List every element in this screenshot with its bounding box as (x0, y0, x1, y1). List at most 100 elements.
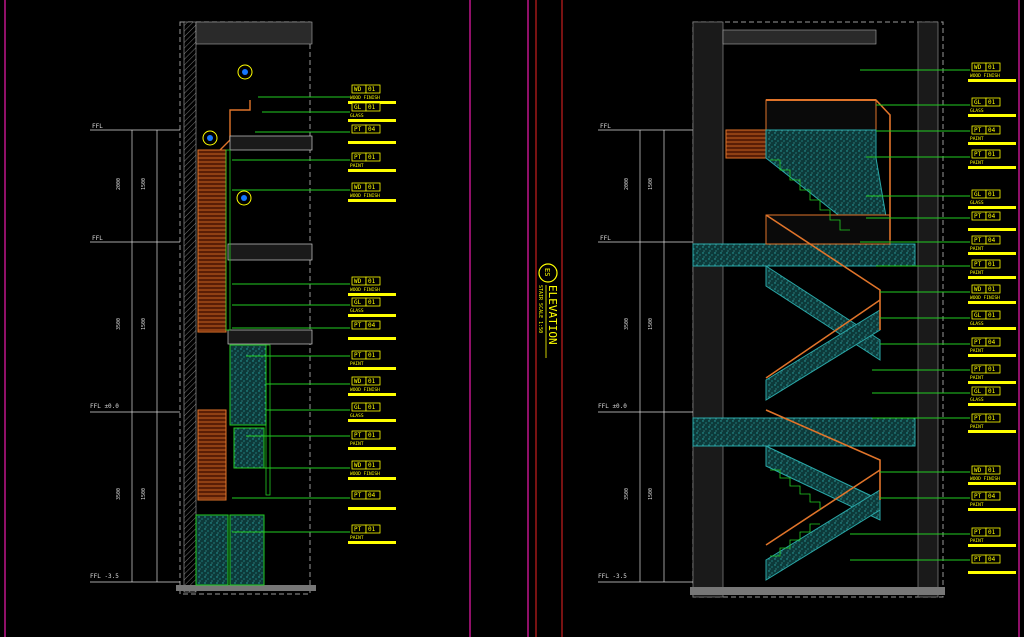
svg-text:2000: 2000 (116, 178, 122, 190)
left-tag-num: 04 (368, 126, 376, 133)
right-tag-num: 01 (988, 286, 996, 293)
right-tag-code: PT (974, 127, 982, 134)
left-tag-num: 01 (368, 462, 376, 469)
right-tag-num: 04 (988, 237, 996, 244)
right-tag-code: WD (974, 286, 982, 293)
left-tag-num: 01 (368, 378, 376, 385)
right-tag-num: 04 (988, 127, 996, 134)
right-tag-num: 04 (988, 339, 996, 346)
right-tag-note: WOOD FINISH (970, 295, 1000, 301)
title-symbol: ES (543, 268, 551, 276)
left-tag-note: GLASS (350, 113, 364, 119)
right-tag-num: 01 (988, 415, 996, 422)
left-tag-bar (348, 199, 396, 202)
svg-text:3500: 3500 (624, 318, 630, 330)
right-tag-note: GLASS (970, 108, 984, 114)
right-tag-code: PT (974, 366, 982, 373)
right-tag-note: PAINT (970, 502, 984, 508)
left-stair-elevation: 2000 1500 3500 1500 3500 1500 (90, 21, 316, 595)
right-tag-note: PAINT (970, 136, 984, 142)
left-tag-note: GLASS (350, 413, 364, 419)
left-tag-bar (348, 119, 396, 122)
right-tag-note: WOOD FINISH (970, 476, 1000, 482)
left-tag-code: GL (354, 404, 362, 411)
left-tag-note: PAINT (350, 361, 364, 367)
left-tag-code: WD (354, 462, 362, 469)
left-tag-num: 01 (368, 299, 376, 306)
left-tag-bar (348, 367, 396, 370)
right-tag-num: 01 (988, 151, 996, 158)
right-tag-bar (968, 114, 1016, 117)
left-tag-bar (348, 507, 396, 510)
right-tag-code: PT (974, 556, 982, 563)
left-tag-code: PT (354, 526, 362, 533)
left-tag-code: PT (354, 492, 362, 499)
right-tag-note: PAINT (970, 375, 984, 381)
right-tag-num: 01 (988, 388, 996, 395)
left-tag-note: WOOD FINISH (350, 193, 380, 199)
right-tag-code: PT (974, 151, 982, 158)
right-tag-note: PAINT (970, 348, 984, 354)
left-tag-bar (348, 419, 396, 422)
left-tag-num: 01 (368, 154, 376, 161)
left-tag-note: WOOD FINISH (350, 287, 380, 293)
right-tag-bar (968, 508, 1016, 511)
right-tag-bar (968, 571, 1016, 574)
left-tag-note: PAINT (350, 441, 364, 447)
right-dim-text: 2000 1500 3500 1500 3500 1500 (624, 178, 654, 500)
right-tag-code: GL (974, 191, 982, 198)
left-tag-bar (348, 393, 396, 396)
right-tag-bar (968, 327, 1016, 330)
right-level-1: FFL (600, 123, 611, 130)
title-text: ELEVATION (546, 285, 559, 345)
left-tag-bar (348, 293, 396, 296)
left-tag-num: 01 (368, 526, 376, 533)
left-tag-bar (348, 477, 396, 480)
right-tag-code: PT (974, 415, 982, 422)
right-tag-num: 01 (988, 529, 996, 536)
left-tag-bar (348, 541, 396, 544)
left-level-3: FFL ±0.0 (90, 403, 119, 410)
right-tag-num: 01 (988, 191, 996, 198)
left-tag-num: 01 (368, 352, 376, 359)
right-level-2: FFL (600, 235, 611, 242)
right-stair-elevation: 2000 1500 3500 1500 3500 1500 (598, 21, 945, 598)
svg-text:2000: 2000 (624, 178, 630, 190)
right-tag-bar (968, 301, 1016, 304)
right-tag-code: PT (974, 261, 982, 268)
left-tag-num: 01 (368, 278, 376, 285)
right-tag-bar (968, 544, 1016, 547)
left-leaders (232, 96, 350, 533)
svg-text:1500: 1500 (141, 178, 147, 190)
svg-text:3500: 3500 (116, 318, 122, 330)
right-tag-bar (968, 206, 1016, 209)
left-tag-bar (348, 337, 396, 340)
right-tag-bar (968, 403, 1016, 406)
left-tag-code: GL (354, 299, 362, 306)
right-leaders (850, 69, 970, 561)
svg-text:3500: 3500 (116, 488, 122, 500)
svg-text:1500: 1500 (648, 178, 654, 190)
left-dim-text: 2000 1500 3500 1500 3500 1500 (116, 178, 147, 500)
right-tag-code: PT (974, 529, 982, 536)
left-tag-num: 04 (368, 322, 376, 329)
right-tag-code: PT (974, 237, 982, 244)
right-tag-code: WD (974, 64, 982, 71)
left-tag-num: 01 (368, 184, 376, 191)
